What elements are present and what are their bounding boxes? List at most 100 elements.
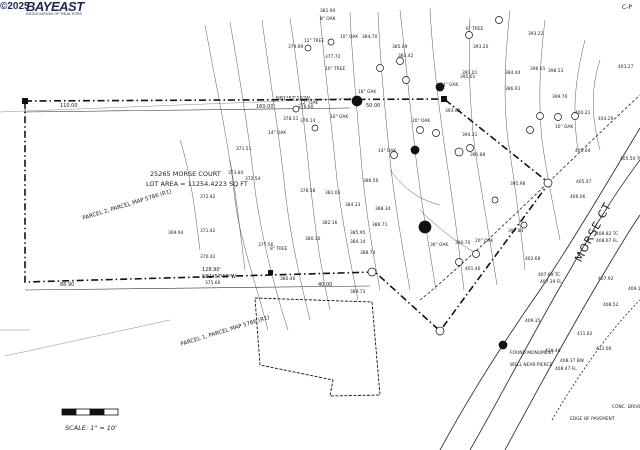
tree-label: 20" OAK xyxy=(412,118,430,124)
tree-label: 10" TREE xyxy=(325,66,346,72)
north-bearing: N81°57'10"W xyxy=(276,96,310,102)
south-dist-1: 88.90 xyxy=(60,282,74,288)
spot-elevation: 372.54 xyxy=(245,176,261,182)
curb-note: 407.89 TC xyxy=(538,272,560,278)
spot-elevation: 399.76 xyxy=(552,94,568,100)
spot-elevation: 371.51 xyxy=(236,146,252,152)
tree-label: 24" OAK xyxy=(440,82,458,88)
tree-symbols xyxy=(292,16,579,350)
street-curb-lines xyxy=(419,94,640,450)
spot-elevation: 376.14 xyxy=(300,118,316,124)
corner-markers xyxy=(22,96,447,275)
spot-elevation: 405.04 xyxy=(575,148,591,154)
spot-elevation: 401.46 xyxy=(465,266,481,272)
tree-label: 14" OAK xyxy=(268,130,286,136)
contour-lines xyxy=(179,7,601,331)
spot-elevation: 410.40 xyxy=(545,348,561,354)
spot-elevation: 395.98 xyxy=(510,181,526,187)
tree-label: 10" OAK xyxy=(340,34,358,40)
spot-elevation: 405.47 xyxy=(576,179,592,185)
spot-elevation: 390.70 xyxy=(455,240,471,246)
spot-elevations: 381.90 379.89 377.72 378.51 376.60 376.14 372.… xyxy=(168,8,634,354)
spot-elevation: 379.89 xyxy=(288,44,304,50)
spot-elevation: 386.56 xyxy=(363,178,379,184)
lot-area: LOT AREA = 11254.4223 SQ FT xyxy=(146,180,248,188)
tree-label: 8" TREE xyxy=(270,246,288,252)
lot-address: 25265 MORSE COURT xyxy=(150,170,221,178)
spot-elevation: 384.44 xyxy=(505,70,521,76)
tree-label: 18" OAK xyxy=(358,89,376,95)
spot-elevation: 408.52 xyxy=(603,302,619,308)
curb-note: EDGE OF PAVEMENT xyxy=(570,416,615,422)
spot-elevation: 381.90 xyxy=(320,8,336,14)
spot-elevation: 395.01 xyxy=(460,74,476,80)
south-bearing: N81°57'10"W xyxy=(202,274,236,280)
spot-elevation: 377.72 xyxy=(325,54,341,60)
south-dist-2: 40.00 xyxy=(318,282,332,288)
spot-elevation: 384.14 xyxy=(350,239,366,245)
watermark-year: ©2025 xyxy=(0,1,30,12)
spot-elevation: 381.03 xyxy=(325,190,341,196)
spot-elevation: 380.30 xyxy=(305,236,321,242)
tree-label: 20" OAK xyxy=(475,238,493,244)
spot-elevation: 383.42 xyxy=(398,53,414,59)
curb-note: 407.39 FL xyxy=(540,279,562,285)
spot-elevation: 398.53 xyxy=(548,68,564,74)
spot-elevation: 369.94 xyxy=(168,230,184,236)
south-total: 128.90' xyxy=(202,267,221,273)
spot-elevation: 373.84 xyxy=(228,170,244,176)
spot-elevation: 386.71 xyxy=(372,222,388,228)
spot-elevation: 382.16 xyxy=(322,220,338,226)
faint-parcel-lines xyxy=(0,97,361,357)
spot-elevation: 380.46 xyxy=(280,276,296,282)
spot-elevation: 393.20 xyxy=(473,44,489,50)
spot-elevation: 396.01 xyxy=(530,66,546,72)
spot-elevation: 406.06 xyxy=(570,194,586,200)
watermark-brand: BAYEAST xyxy=(26,0,84,14)
curb-note: 408.47 FL xyxy=(555,366,577,372)
spot-elevation: 407.92 xyxy=(598,276,614,282)
spot-elevation: 411.82 xyxy=(577,331,593,337)
spot-elevation: 394.21 xyxy=(462,132,478,138)
spot-elevation: 412.00 xyxy=(596,346,612,352)
spot-elevation: 404.29 xyxy=(598,116,614,122)
tree-label: 12" TREE xyxy=(304,38,325,44)
spot-elevation: 388.74 xyxy=(360,250,376,256)
dimension-lines xyxy=(24,105,371,291)
watermark-tagline: ASSOCIATION OF REALTORS xyxy=(26,11,83,16)
spot-elevation: 384.70 xyxy=(362,34,378,40)
tree-label: 8" OAK xyxy=(320,16,336,22)
spot-elevation: 402.68 xyxy=(525,256,541,262)
spot-elevation: 389.73 xyxy=(350,289,366,295)
spot-elevation: 391.01 xyxy=(462,70,478,76)
spot-elevation: 376.60 xyxy=(298,104,314,110)
corner-mark: C-P xyxy=(622,4,632,11)
spot-elevation: 384.13 xyxy=(345,202,361,208)
spot-elevation: 403.27 xyxy=(618,64,634,70)
watermark-logo: ©2025 BAYEAST ASSOCIATION OF REALTORS xyxy=(0,0,90,18)
spot-elevation: 375.66 xyxy=(205,280,221,286)
lot-boundary xyxy=(24,98,551,333)
curb-note: 408.37 BW xyxy=(560,358,585,364)
north-total: 160.00' xyxy=(256,104,275,110)
scale-label: SCALE: 1" = 10' xyxy=(65,424,117,432)
tree-label: 16" OAK xyxy=(330,114,348,120)
spot-elevation: 385.09 xyxy=(392,44,408,50)
curb-note: 409.17 TC xyxy=(628,286,640,292)
tree-label: 16" OAK xyxy=(555,124,573,130)
curb-note: 408.67 FL xyxy=(596,238,618,244)
spot-elevation: 378.51 xyxy=(283,116,299,122)
adjacent-building xyxy=(254,297,381,397)
spot-elevation: 393.02 xyxy=(445,108,461,114)
curb-note: CONC. DRIVEWAY xyxy=(612,404,640,410)
spot-elevation: 409.35 xyxy=(525,318,541,324)
spot-elevation: 370.42 xyxy=(200,254,216,260)
spot-elevation: 378.58 xyxy=(300,188,316,194)
spot-elevation: 385.95 xyxy=(350,230,366,236)
spot-elevation: 388.34 xyxy=(375,206,391,212)
spot-elevation: 371.42 xyxy=(200,228,216,234)
tree-label: 6" TREE xyxy=(466,26,484,32)
